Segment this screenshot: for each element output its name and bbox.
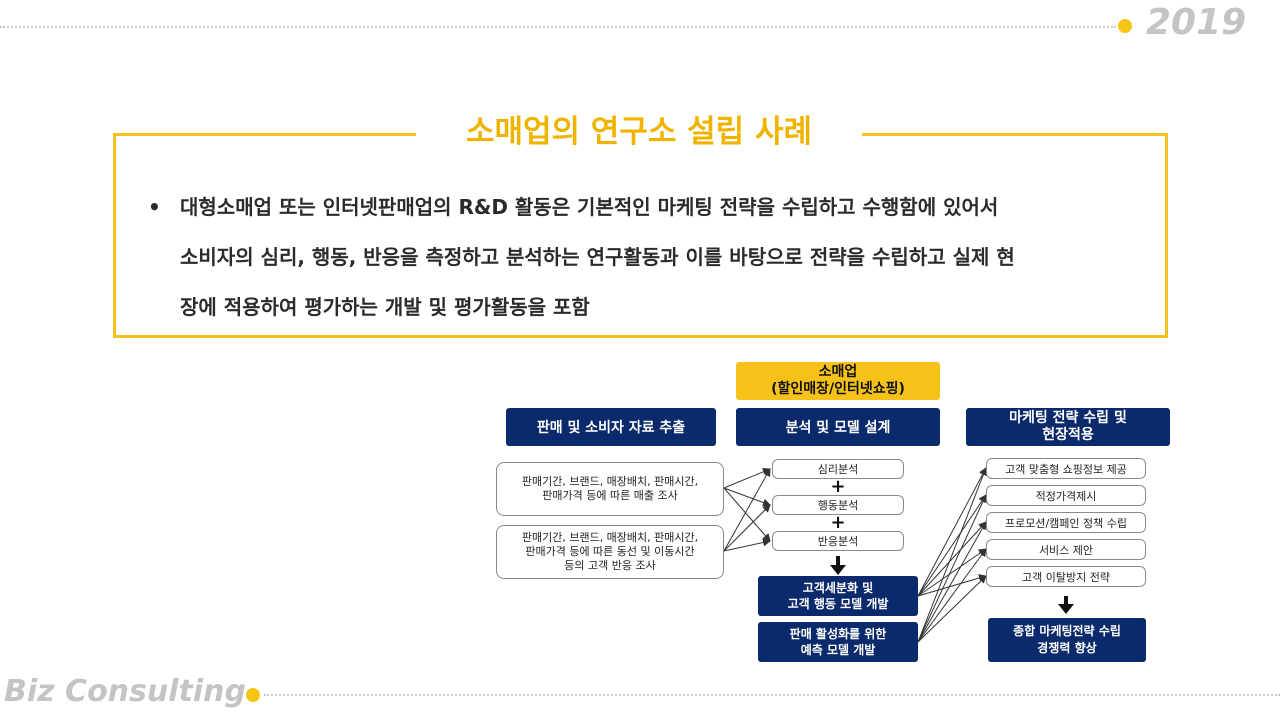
final-strategy-box: 종합 마케팅전략 수립 경쟁력 향상 [988,618,1146,662]
connector-line [917,575,987,643]
connector-line [917,521,987,597]
connector-line [917,548,987,597]
connector-line [723,468,771,552]
body-line-3: 장에 적용하여 평가하는 개발 및 평가활동을 포함 [180,295,590,319]
retail-box: 소매업 (할인매장/인터넷쇼핑) [736,362,940,400]
down-arrow-shaft [836,556,840,566]
model-text: 예측 모델 개발 [800,643,876,657]
body-line-1: 대형소매업 또는 인터넷판매업의 R&D 활동은 기본적인 마케팅 전략을 수립… [180,195,999,219]
source-text: 판매가격 등에 따른 동선 및 이동시간 [525,545,695,558]
col-header-analysis: 분석 및 모델 설계 [736,408,940,446]
source-text: 판매기간, 브랜드, 매장배치, 판매시간, [521,531,699,544]
strategy-item: 고객 이탈방지 전략 [986,566,1146,587]
down-arrow-head [1058,604,1074,614]
header-year: 2019 [1146,2,1247,43]
connector-line [723,467,771,489]
col-header-strategy-line2: 현장적용 [1042,427,1094,443]
strategy-item: 적정가격제시 [986,485,1146,506]
down-arrow-shaft [1064,596,1068,605]
footer-dot [246,688,260,702]
model-text: 고객세분화 및 [802,581,874,595]
down-arrow-head [830,565,846,575]
footer-dotted-line [264,694,1280,696]
plus-sign: + [830,476,846,497]
strategy-item: 프로모션/캠페인 정책 수립 [986,512,1146,533]
connector-line [723,487,771,507]
col-header-strategy-line1: 마케팅 전략 수립 및 [1009,410,1127,426]
model-box-prediction: 판매 활성화를 위한 예측 모델 개발 [758,622,918,662]
section-title: 소매업의 연구소 설립 사례 [416,110,862,154]
plus-sign: + [830,512,846,533]
analysis-response: 반응분석 [772,531,904,551]
analysis-psychology: 심리분석 [772,459,904,479]
connector-line [917,521,987,643]
analysis-behavior: 행동분석 [772,495,904,515]
connector-line [723,538,771,552]
connector-line [723,487,771,542]
source-box-sales: 판매기간, 브랜드, 매장배치, 판매시간, 판매가격 등에 따른 매출 조사 [496,462,724,516]
retail-box-subtitle: (할인매장/인터넷쇼핑) [771,381,905,397]
connector-line [917,548,987,643]
source-text: 판매가격 등에 따른 매출 조사 [542,489,678,502]
strategy-item: 서비스 제안 [986,539,1146,560]
retail-box-title: 소매업 [818,364,858,380]
strategy-item: 고객 맞춤형 쇼핑정보 제공 [986,458,1146,479]
connector-line [917,574,987,597]
final-text: 경쟁력 향상 [1037,641,1097,655]
source-text: 등의 고객 반응 조사 [564,559,656,572]
model-text: 판매 활성화를 위한 [789,627,887,641]
body-line-2: 소비자의 심리, 행동, 반응을 측정하고 분석하는 연구활동과 이를 바탕으로… [180,245,1015,269]
source-box-behavior: 판매기간, 브랜드, 매장배치, 판매시간, 판매가격 등에 따른 동선 및 이… [496,525,724,579]
section-body: 대형소매업 또는 인터넷판매업의 R&D 활동은 기본적인 마케팅 전략을 수립… [180,182,1150,332]
header-dotted-line [0,26,1116,28]
connector-line [917,467,987,597]
model-box-segmentation: 고객세분화 및 고객 행동 모델 개발 [758,576,918,616]
col-header-data-extraction: 판매 및 소비자 자료 추출 [506,408,716,446]
connector-line [917,467,988,643]
bullet-marker: • [148,195,161,219]
connector-line [723,504,771,552]
model-text: 고객 행동 모델 개발 [787,597,889,611]
header-dot [1118,19,1132,33]
connector-line [917,494,987,643]
final-text: 종합 마케팅전략 수립 [1013,624,1121,638]
source-text: 판매기간, 브랜드, 매장배치, 판매시간, [521,475,699,488]
connector-line [917,494,987,597]
col-header-strategy: 마케팅 전략 수립 및 현장적용 [966,408,1170,446]
footer-brand: Biz Consulting [4,674,246,709]
